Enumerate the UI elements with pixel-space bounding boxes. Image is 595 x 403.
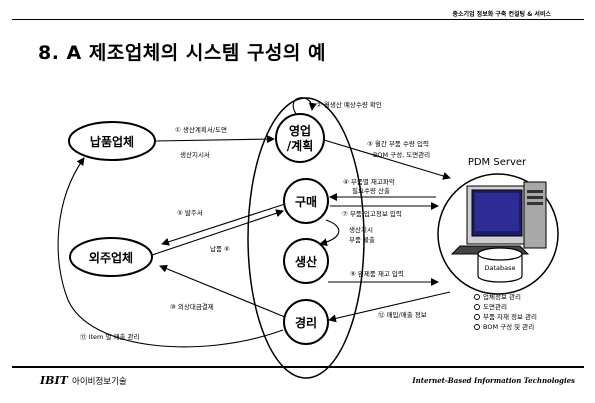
node-gumae	[283, 178, 329, 224]
edge-label: ⑫ 매입/매출 정보	[378, 310, 427, 319]
footer-tagline: Internet-Based Information Technologies	[412, 376, 575, 385]
header-rule	[12, 19, 584, 20]
arrow-self-loop-youngup	[292, 97, 317, 115]
arrow-youngup-to-server	[323, 139, 451, 180]
edge-label: ② 월생산 예상수량 확인	[316, 100, 382, 109]
page-title: 8. A 제조업체의 시스템 구성의 예	[38, 42, 326, 64]
edge-label: 생산지시서	[180, 150, 210, 159]
edge-label: 부품 불출	[349, 235, 375, 244]
node-saengsan-label: 생산	[295, 254, 317, 269]
edge-label: ③ 월간 부품 수량 입력	[367, 139, 429, 148]
server-list-item: 업체정보 관리	[483, 292, 521, 301]
edge-label: ⑪ Item 별 매출 관리	[80, 332, 139, 341]
edge-label: BOM 구성, 도면관리	[373, 150, 430, 159]
node-gyeongni	[283, 299, 329, 345]
edge-label: 납품 ⑥	[210, 244, 230, 253]
footer-rule	[12, 366, 584, 368]
edge-label: ④ 부품별 재고파악	[343, 177, 395, 186]
database-label: Database	[484, 264, 515, 272]
server-function-list: 업체정보 관리 도면관리 부품 자재 정보 관리 BOM 구성 및 관리	[474, 292, 537, 331]
node-youngup-label-1: 영업	[289, 123, 311, 138]
footer-brand: IBIT	[40, 374, 68, 387]
server-list-item: 도면관리	[483, 302, 507, 311]
arrow-oeju-to-gumae	[151, 209, 284, 256]
arrow-napum-to-youngup	[154, 135, 275, 144]
node-oeju	[69, 237, 153, 277]
node-gyeongni-label: 경리	[295, 315, 317, 330]
node-youngup	[275, 113, 325, 163]
edge-label: ⑨ 완제품 재고 입력	[350, 270, 404, 278]
arrow-gyeongni-to-oeju	[159, 264, 286, 318]
node-oeju-label: 외주업체	[89, 250, 133, 265]
server-list-item: BOM 구성 및 관리	[483, 322, 534, 331]
server-list-item: 부품 자재 정보 관리	[483, 312, 537, 321]
edge-label: 필요수량 산출	[352, 186, 390, 195]
edge-label: ⑤ 발주서	[177, 208, 203, 217]
node-saengsan	[283, 238, 329, 284]
arrow-gyeongni-to-napum	[57, 157, 284, 348]
arrow-gumae-to-oeju	[161, 203, 286, 246]
edge-label: ⑩ 외상대금결제	[170, 302, 214, 311]
node-gumae-label: 구매	[295, 194, 317, 209]
edge-label: 생산지시	[349, 225, 373, 234]
edge-label: ① 생산계획서/도면	[175, 125, 227, 134]
node-youngup-label-2: /계획	[287, 138, 313, 153]
footer-brand-korean: 아이비정보기술	[72, 377, 127, 387]
node-napum-label: 납품업체	[90, 134, 134, 149]
arrow-gumae-to-saengsan	[319, 219, 340, 247]
database-icon	[477, 247, 523, 283]
edge-label: ⑦ 부품 입고정보 입력	[342, 209, 402, 218]
arrow-server-to-gyeongni	[328, 291, 451, 323]
pdm-server-label: PDM Server	[468, 157, 527, 168]
header-text: 중소기업 정보화 구축 컨설팅 & 서비스	[448, 9, 555, 18]
